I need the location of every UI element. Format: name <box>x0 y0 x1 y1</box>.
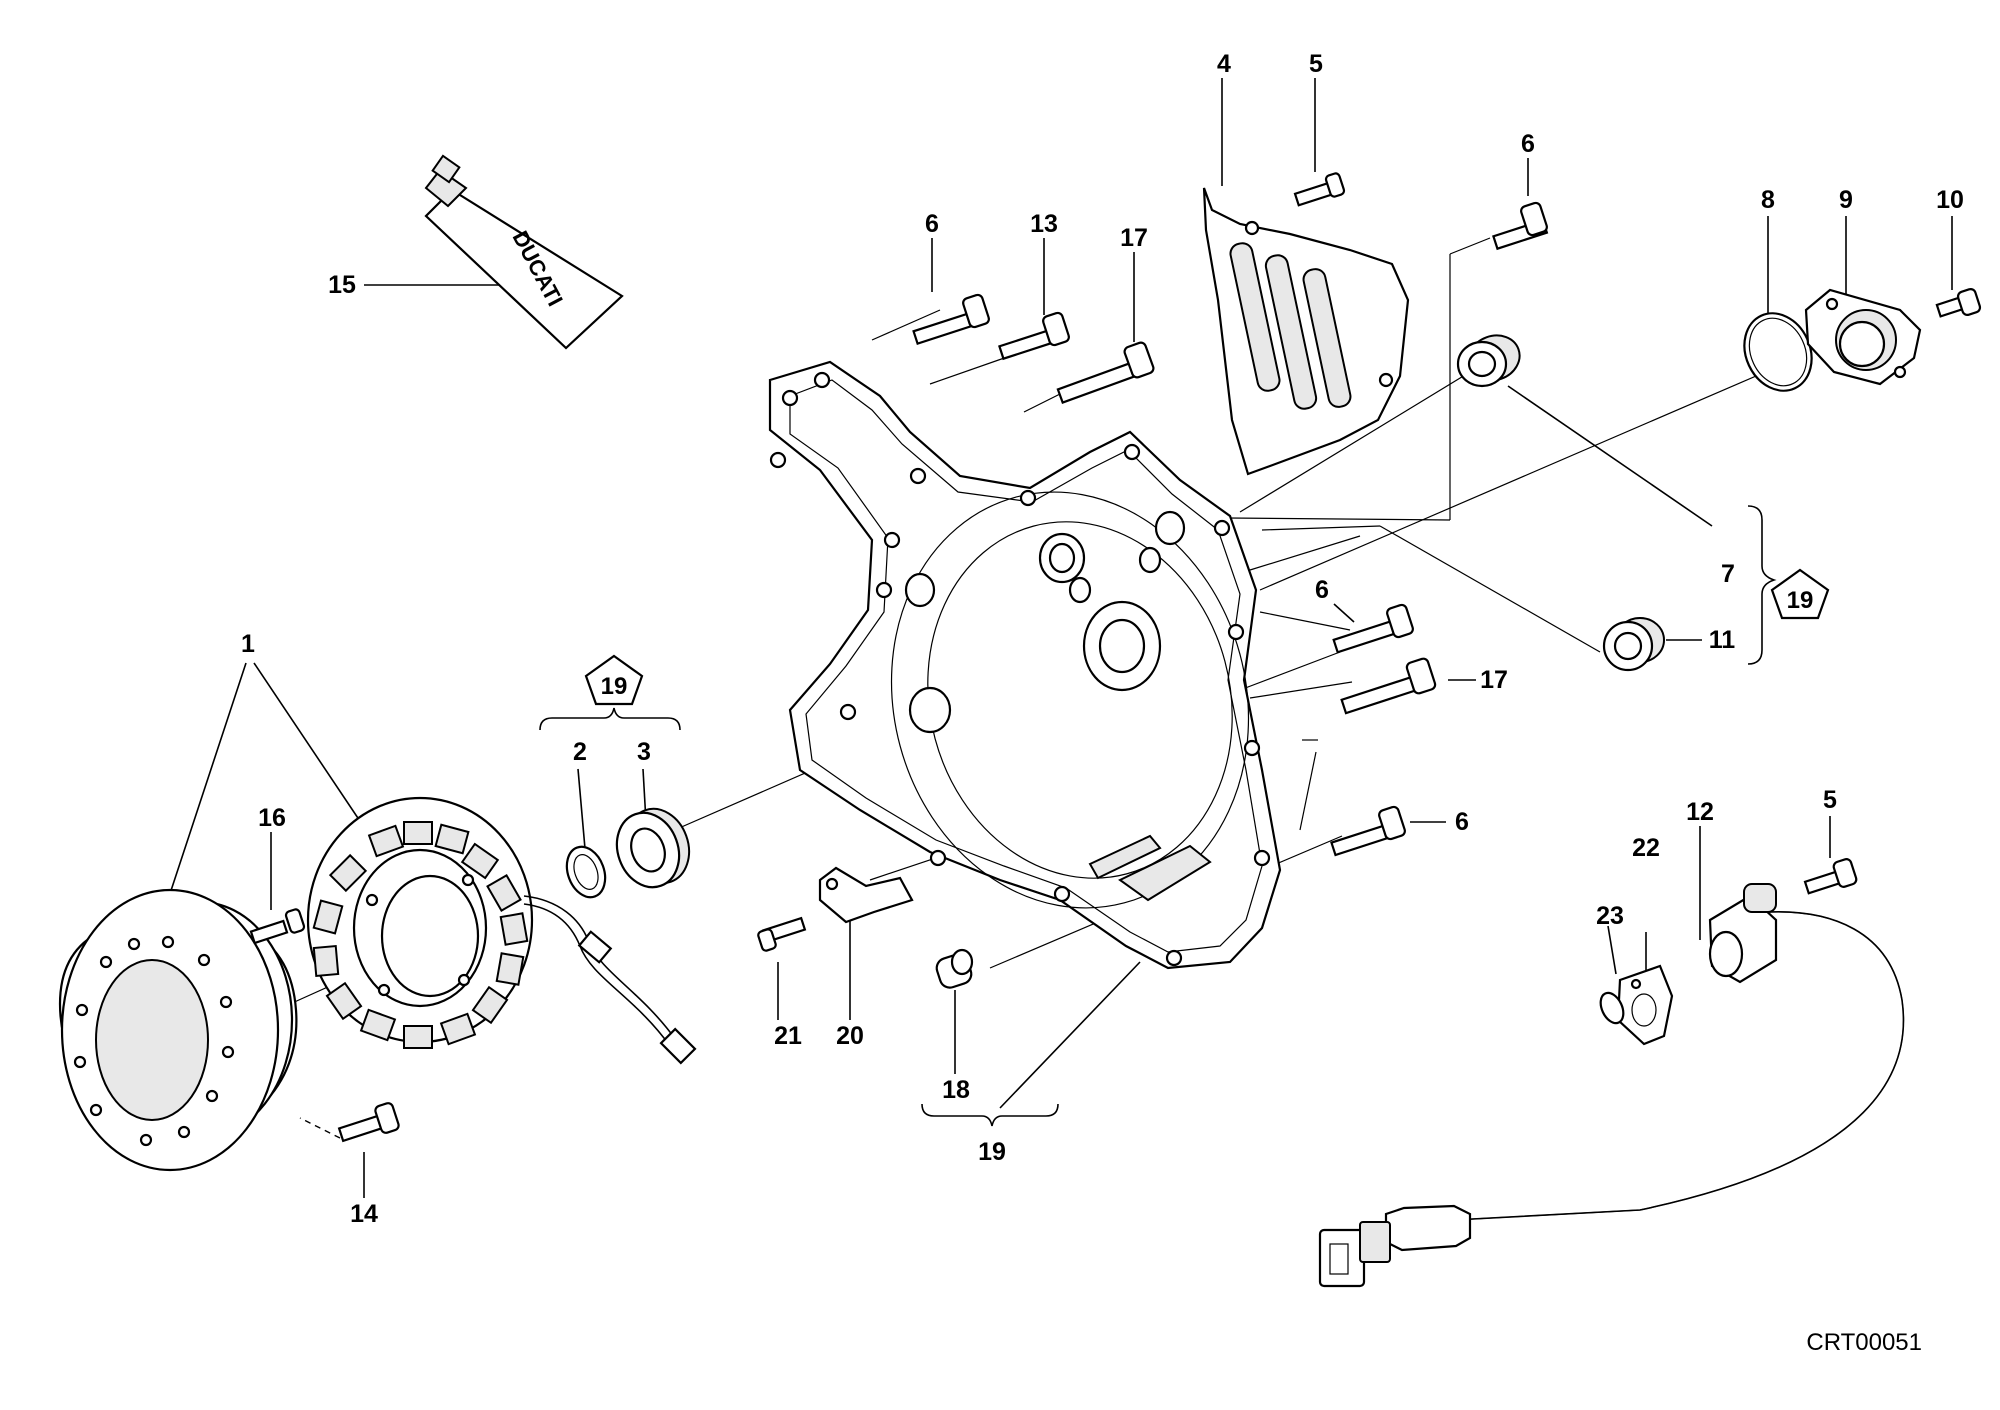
kit-symbol-label-right: 19 <box>1787 587 1814 614</box>
callout-7: 7 <box>1721 560 1735 588</box>
callout-17-top: 17 <box>1120 224 1148 252</box>
callout-6-top-left: 6 <box>925 210 939 238</box>
rotor-bolt-holes <box>73 935 235 1147</box>
callout-2: 2 <box>573 738 587 766</box>
callout-4: 4 <box>1217 50 1231 78</box>
part-cable-clamp <box>818 866 914 924</box>
callout-9: 9 <box>1839 186 1853 214</box>
part-screw-21 <box>757 916 807 952</box>
part-screw-5-top <box>1293 172 1346 207</box>
part-flywheel-rotor <box>58 888 298 1172</box>
callout-13: 13 <box>1030 210 1058 238</box>
callout-21: 21 <box>774 1022 802 1050</box>
part-screw-5-lower <box>1803 858 1858 895</box>
callout-6-lower-right: 6 <box>1455 808 1469 836</box>
callout-14: 14 <box>350 1200 378 1228</box>
drawing-code: CRT00051 <box>1806 1329 1922 1356</box>
callout-10: 10 <box>1936 186 1964 214</box>
part-dowel-18 <box>935 948 974 989</box>
part-screw-14 <box>337 1102 400 1143</box>
part-stator <box>306 796 697 1065</box>
group-braces <box>539 505 1777 1127</box>
stator-poles <box>312 821 529 1049</box>
callout-15: 15 <box>328 271 356 299</box>
callout-19: 19 <box>978 1138 1006 1166</box>
part-screw-16 <box>249 908 306 945</box>
part-seal-7 <box>1456 334 1521 388</box>
callout-6-mid-right: 6 <box>1315 576 1329 604</box>
kit-symbol-upper: 19 <box>584 654 644 706</box>
callout-18: 18 <box>942 1076 970 1104</box>
part-bearing <box>615 807 691 889</box>
callout-5-top: 5 <box>1309 50 1323 78</box>
part-screw-17-top <box>1056 341 1155 404</box>
cover-bolt-holes <box>769 371 1271 967</box>
part-screw-6-mid-right <box>1332 603 1414 654</box>
part-screw-17-mid-right <box>1340 657 1437 715</box>
part-grease-tube: DUCATI <box>424 154 624 350</box>
part-circlip <box>565 845 607 899</box>
callout-1: 1 <box>241 630 255 658</box>
callout-23: 23 <box>1596 902 1624 930</box>
callout-16: 16 <box>258 804 286 832</box>
part-generator-cover <box>768 360 1282 970</box>
kit-symbol-right: 19 <box>1770 568 1830 620</box>
callout-11: 11 <box>1709 626 1736 654</box>
part-screw-10 <box>1935 288 1982 318</box>
part-o-ring-23 <box>1599 991 1625 1025</box>
part-seal-11 <box>1602 617 1665 672</box>
callout-6-top-right: 6 <box>1521 130 1535 158</box>
callout-5-lower: 5 <box>1823 786 1837 814</box>
kit-symbol-label-upper: 19 <box>601 673 628 700</box>
callout-3: 3 <box>637 738 651 766</box>
part-screw-6-top <box>912 293 990 346</box>
callout-22: 22 <box>1632 834 1660 862</box>
part-screw-6-top-right <box>1492 201 1549 251</box>
part-pickup-sensor <box>1318 883 1905 1288</box>
part-screw-6-lower-right <box>1330 805 1406 857</box>
part-sprocket-guard <box>1202 187 1410 476</box>
callout-12: 12 <box>1686 798 1714 826</box>
callout-17-mid-right: 17 <box>1480 666 1508 694</box>
part-flange <box>1804 288 1922 386</box>
part-screw-13 <box>998 311 1070 361</box>
callout-20: 20 <box>836 1022 864 1050</box>
callout-8: 8 <box>1761 186 1775 214</box>
part-gasket-22 <box>1616 964 1674 1046</box>
callout-labels: 1 2 3 4 5 5 6 6 6 6 7 8 9 10 11 12 13 14… <box>241 50 1964 1228</box>
